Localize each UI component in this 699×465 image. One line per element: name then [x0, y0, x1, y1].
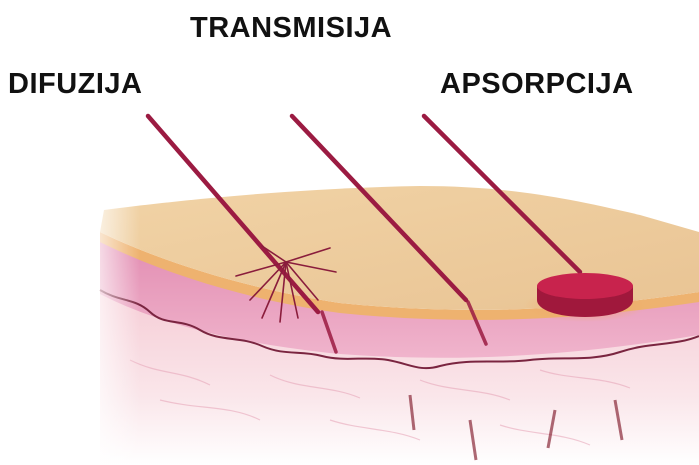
skin-cross-section-diagram — [0, 0, 699, 465]
